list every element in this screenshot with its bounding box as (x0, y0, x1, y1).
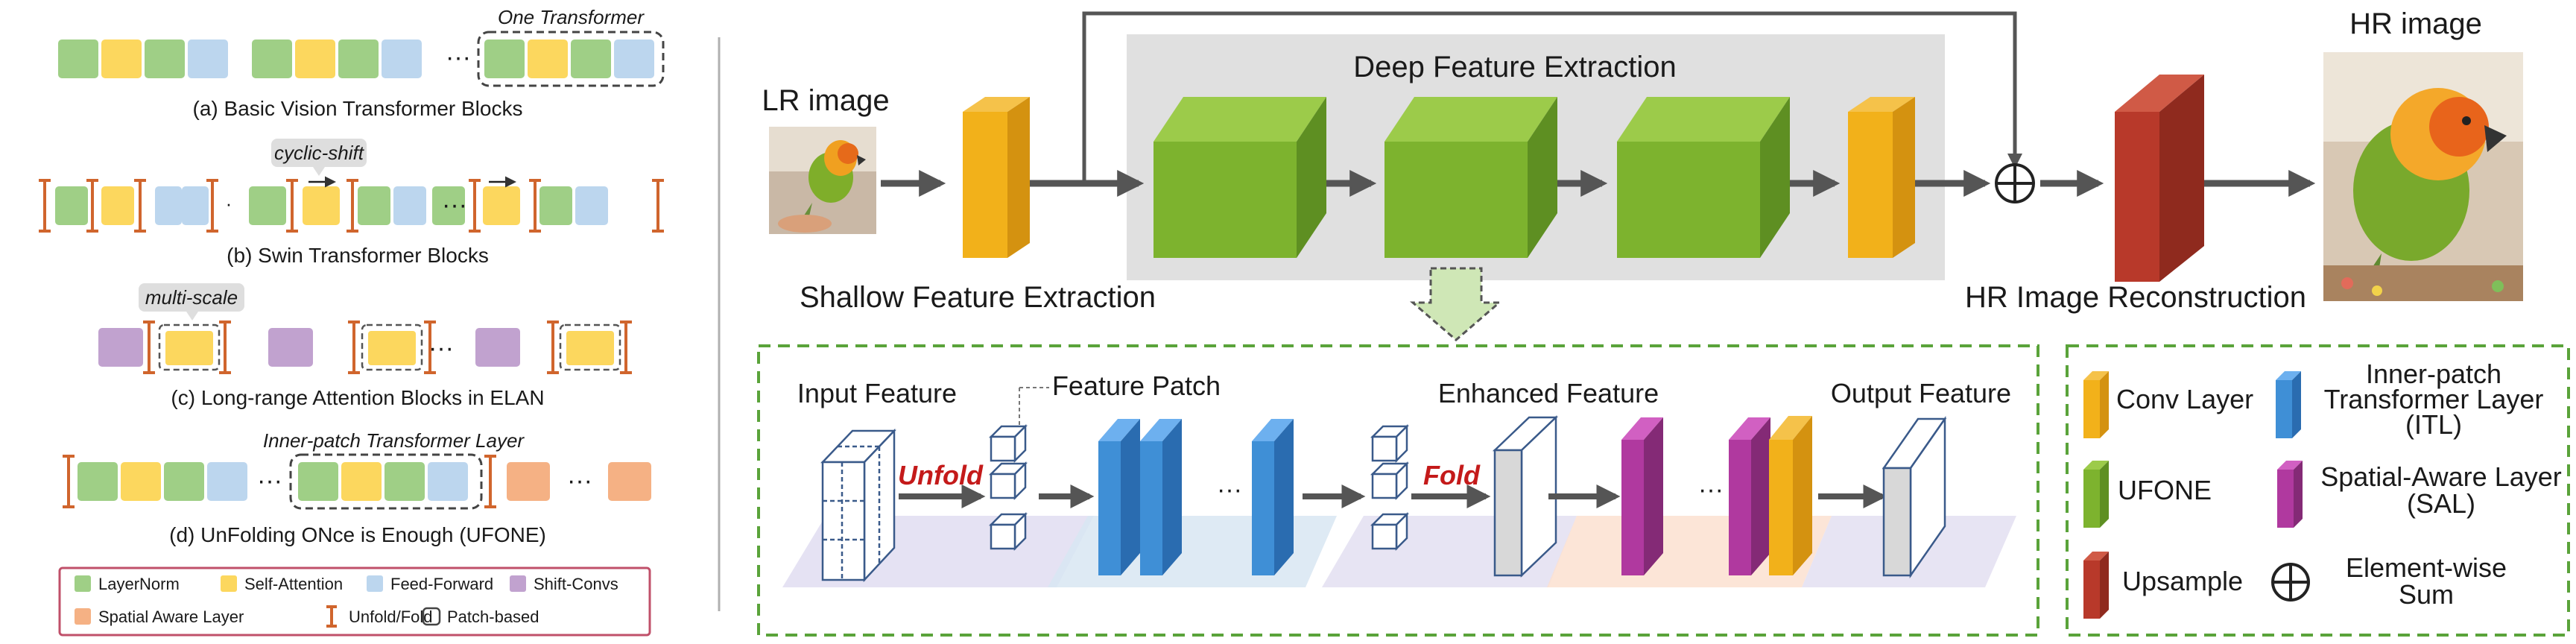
skip-connection (1082, 11, 2022, 183)
lr-image-label: LR image (762, 84, 889, 117)
row-d-blocks (63, 453, 651, 510)
legend-conv-label: Conv Layer (2116, 384, 2253, 414)
deep-feature-label: Deep Feature Extraction (1353, 51, 1677, 83)
shallow-conv-layer (963, 97, 1030, 258)
cyclic-shift-bubble (271, 139, 367, 167)
row-d-ellipsis-2: ··· (567, 467, 592, 495)
unfold-label: Unfold (898, 460, 984, 490)
one-transformer-label: One Transformer (498, 6, 645, 28)
caption-d: (d) UnFolding ONce is Enough (UFONE) (169, 523, 546, 546)
shallow-feature-label: Shallow Feature Extraction (800, 281, 1156, 314)
upsample-layer (2115, 75, 2204, 282)
legend-upsample-icon (2083, 552, 2109, 619)
fold-label: Fold (1423, 460, 1481, 490)
right-legend-box (2066, 344, 2570, 637)
sal-layer-1 (1621, 417, 1663, 575)
legend-ufone-label: UFONE (2118, 475, 2212, 505)
sal-ellipsis: ··· (1698, 476, 1724, 504)
row-c-ellipsis: ··· (428, 334, 454, 362)
legend-sum-line1: Element-wise (2346, 552, 2507, 583)
input-feature-cube (820, 428, 896, 583)
legend-patch-based: Patch-based (447, 607, 539, 626)
row-a-ellipsis: ··· (446, 43, 471, 72)
ufone-block-1 (1153, 97, 1326, 258)
hr-image-label: HR image (2349, 7, 2482, 40)
feature-patch-cubes (988, 423, 1028, 552)
left-legend-swatches (75, 575, 526, 628)
detail-conv-layer (1769, 416, 1812, 575)
feature-patch-cubes-2 (1370, 423, 1410, 552)
legend-itl-line1: Inner-patch (2366, 359, 2501, 389)
itl-ellipsis: ··· (1217, 476, 1242, 504)
legend-upsample-label: Upsample (2122, 566, 2243, 596)
legend-itl-line3: (ITL) (2405, 409, 2462, 440)
row-b-ellipsis: ··· (442, 191, 467, 219)
row-c-blocks (98, 321, 632, 374)
legend-sal-line2: (SAL) (2407, 488, 2475, 519)
legend-conv-icon (2083, 371, 2109, 438)
output-feature-slab (1882, 416, 1947, 578)
hr-parrot-image (2323, 52, 2523, 301)
multi-scale-label: multi-scale (145, 286, 238, 309)
lr-parrot-image (769, 127, 876, 234)
sal-layer-2 (1729, 417, 1770, 575)
one-transformer-dashed-box (477, 31, 665, 87)
caption-c: (c) Long-range Attention Blocks in ELAN (171, 386, 544, 409)
legend-layernorm: LayerNorm (98, 575, 180, 593)
legend-ufone-icon (2083, 461, 2109, 528)
legend-sal-icon (2277, 461, 2303, 528)
enhanced-feature-slab (1492, 415, 1559, 578)
legend-feed-forward: Feed-Forward (390, 575, 493, 593)
feature-patch-label: Feature Patch (1052, 370, 1221, 401)
itl-layer-2 (1140, 419, 1182, 575)
ufone-detail-box (757, 344, 2039, 637)
row-a-blocks (58, 31, 665, 87)
row-d-ellipsis: ··· (257, 467, 282, 495)
legend-spatial-aware: Spatial Aware Layer (98, 607, 244, 626)
legend-itl-icon (2276, 371, 2301, 438)
legend-sum-line2: Sum (2399, 579, 2454, 610)
input-feature-label: Input Feature (797, 378, 957, 408)
zoom-down-arrow (1409, 267, 1503, 341)
ufone-block-2 (1384, 97, 1557, 258)
legend-sal-line1: Spatial-Aware Layer (2320, 461, 2562, 492)
enhanced-feature-label: Enhanced Feature (1438, 378, 1659, 408)
left-legend-box (58, 566, 651, 637)
itl-layer-3 (1252, 419, 1294, 575)
cyclic-shift-label: cyclic-shift (274, 142, 365, 164)
legend-self-attention: Self-Attention (244, 575, 343, 593)
itl-layer-1 (1098, 419, 1140, 575)
caption-a: (a) Basic Vision Transformer Blocks (193, 97, 523, 120)
caption-b: (b) Swin Transformer Blocks (227, 244, 489, 267)
hr-reconstruction-label: HR Image Reconstruction (1965, 281, 2306, 314)
legend-sum-icon (2271, 563, 2310, 602)
legend-itl-line2: Transformer Layer (2324, 384, 2544, 414)
output-feature-label: Output Feature (1831, 378, 2011, 408)
ufone-block-3 (1617, 97, 1790, 258)
deep-conv-layer (1848, 97, 1915, 258)
legend-shift-convs: Shift-Convs (534, 575, 618, 593)
itl-annotation: Inner-patch Transformer Layer (263, 429, 525, 452)
row-b-blocks (39, 176, 664, 233)
element-wise-sum-icon (1995, 163, 2035, 203)
legend-unfold-fold: Unfold/Fold (349, 607, 433, 626)
multi-scale-bubble (139, 283, 244, 312)
svg-text:·: · (226, 192, 232, 215)
